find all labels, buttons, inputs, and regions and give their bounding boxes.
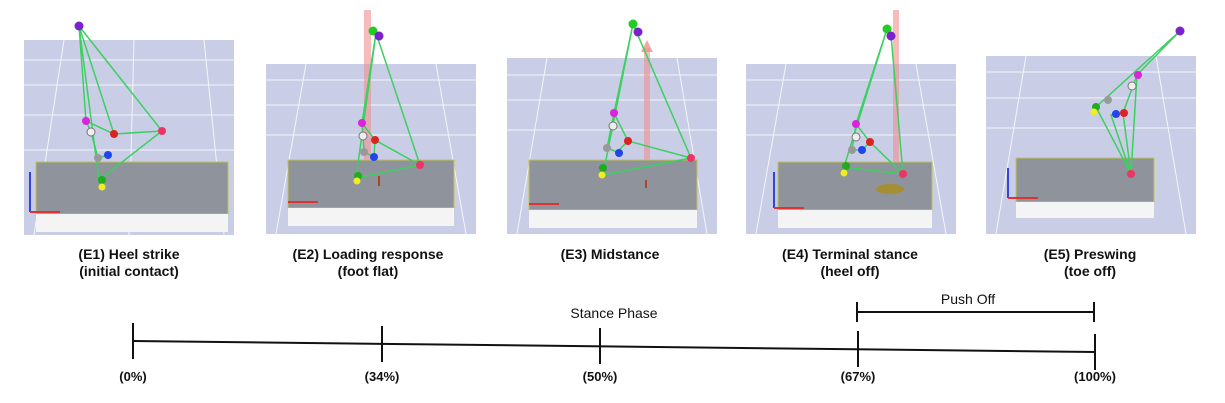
- scene-e4: [746, 10, 956, 235]
- panel-e1: [24, 0, 234, 240]
- caption-e4: (E4) Terminal stance (heel off): [735, 246, 965, 280]
- scene-e5: [986, 26, 1196, 235]
- caption-e2-line1: (E2) Loading response: [292, 246, 444, 262]
- caption-e5-line1: (E5) Preswing: [1043, 246, 1137, 262]
- panel-e5: [986, 0, 1196, 240]
- caption-e5-line2: (toe off): [1063, 263, 1117, 279]
- tick-label-0: (0%): [119, 369, 147, 384]
- caption-e1-line2: (initial contact): [79, 263, 179, 279]
- stance-timeline: [132, 302, 1096, 370]
- caption-e2: (E2) Loading response (foot flat): [253, 246, 483, 280]
- scene-e2: [266, 10, 476, 235]
- caption-e1-line1: (E1) Heel strike: [78, 246, 180, 262]
- timeline-axis: [132, 340, 1096, 353]
- caption-e1: (E1) Heel strike (initial contact): [14, 246, 244, 280]
- caption-e2-line2: (foot flat): [337, 263, 399, 279]
- tick-label-67: (67%): [840, 369, 876, 384]
- caption-e4-line2: (heel off): [820, 263, 880, 279]
- tick-label-34: (34%): [364, 369, 400, 384]
- tick-label-50: (50%): [582, 369, 618, 384]
- caption-e3-line1: (E3) Midstance: [560, 246, 660, 262]
- tick-label-100: (100%): [1074, 369, 1116, 384]
- push-off-label: Push Off: [940, 291, 996, 307]
- panel-e4: [746, 0, 956, 240]
- panel-e2: [266, 0, 476, 240]
- caption-e3: (E3) Midstance: [495, 246, 725, 263]
- scene-e3: [507, 19, 717, 235]
- caption-e4-line1: (E4) Terminal stance: [782, 246, 918, 262]
- scene-e1: [24, 21, 234, 236]
- caption-e5: (E5) Preswing (toe off): [975, 246, 1205, 280]
- panel-e3: [507, 0, 717, 240]
- stance-phase-label: Stance Phase: [570, 305, 658, 321]
